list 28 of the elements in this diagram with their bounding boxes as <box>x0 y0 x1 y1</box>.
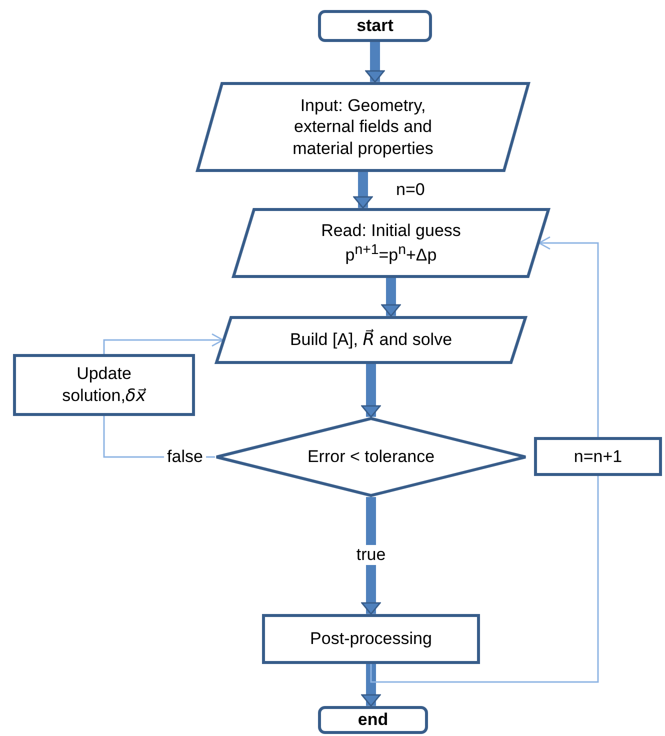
arrow <box>381 278 401 317</box>
process-box <box>13 354 195 416</box>
decision-diamond <box>215 417 527 497</box>
io-parallelogram <box>196 82 530 172</box>
arrow <box>361 664 381 707</box>
io-parallelogram <box>215 316 527 364</box>
step-label: Post-processing <box>310 628 432 650</box>
edge-label: n=0 <box>395 180 426 200</box>
step-label: p$^{n+1}$=p$^{n}$+Δp <box>345 242 437 266</box>
step-label: Build [A], R⃗ and solve <box>290 328 452 352</box>
step-label: start <box>356 15 394 37</box>
step-label: Read: Initial guess <box>321 220 461 242</box>
terminal-box <box>318 10 432 42</box>
arrow <box>361 364 381 418</box>
step-label: Error < tolerance <box>307 446 435 468</box>
process-box <box>262 614 480 664</box>
step-label: Input: Geometry, external fields and material properties <box>292 95 434 159</box>
arrow <box>103 333 224 354</box>
process-box <box>534 437 662 476</box>
step-label: end <box>358 709 388 731</box>
step-label: Update solution,δx⃗ <box>61 363 148 407</box>
step-label: n=n+1 <box>574 446 622 468</box>
io-parallelogram <box>232 208 550 278</box>
terminal-box <box>318 706 428 734</box>
arrow <box>353 172 373 209</box>
arrow <box>538 236 599 437</box>
arrow <box>361 497 381 615</box>
arrow <box>365 42 385 83</box>
